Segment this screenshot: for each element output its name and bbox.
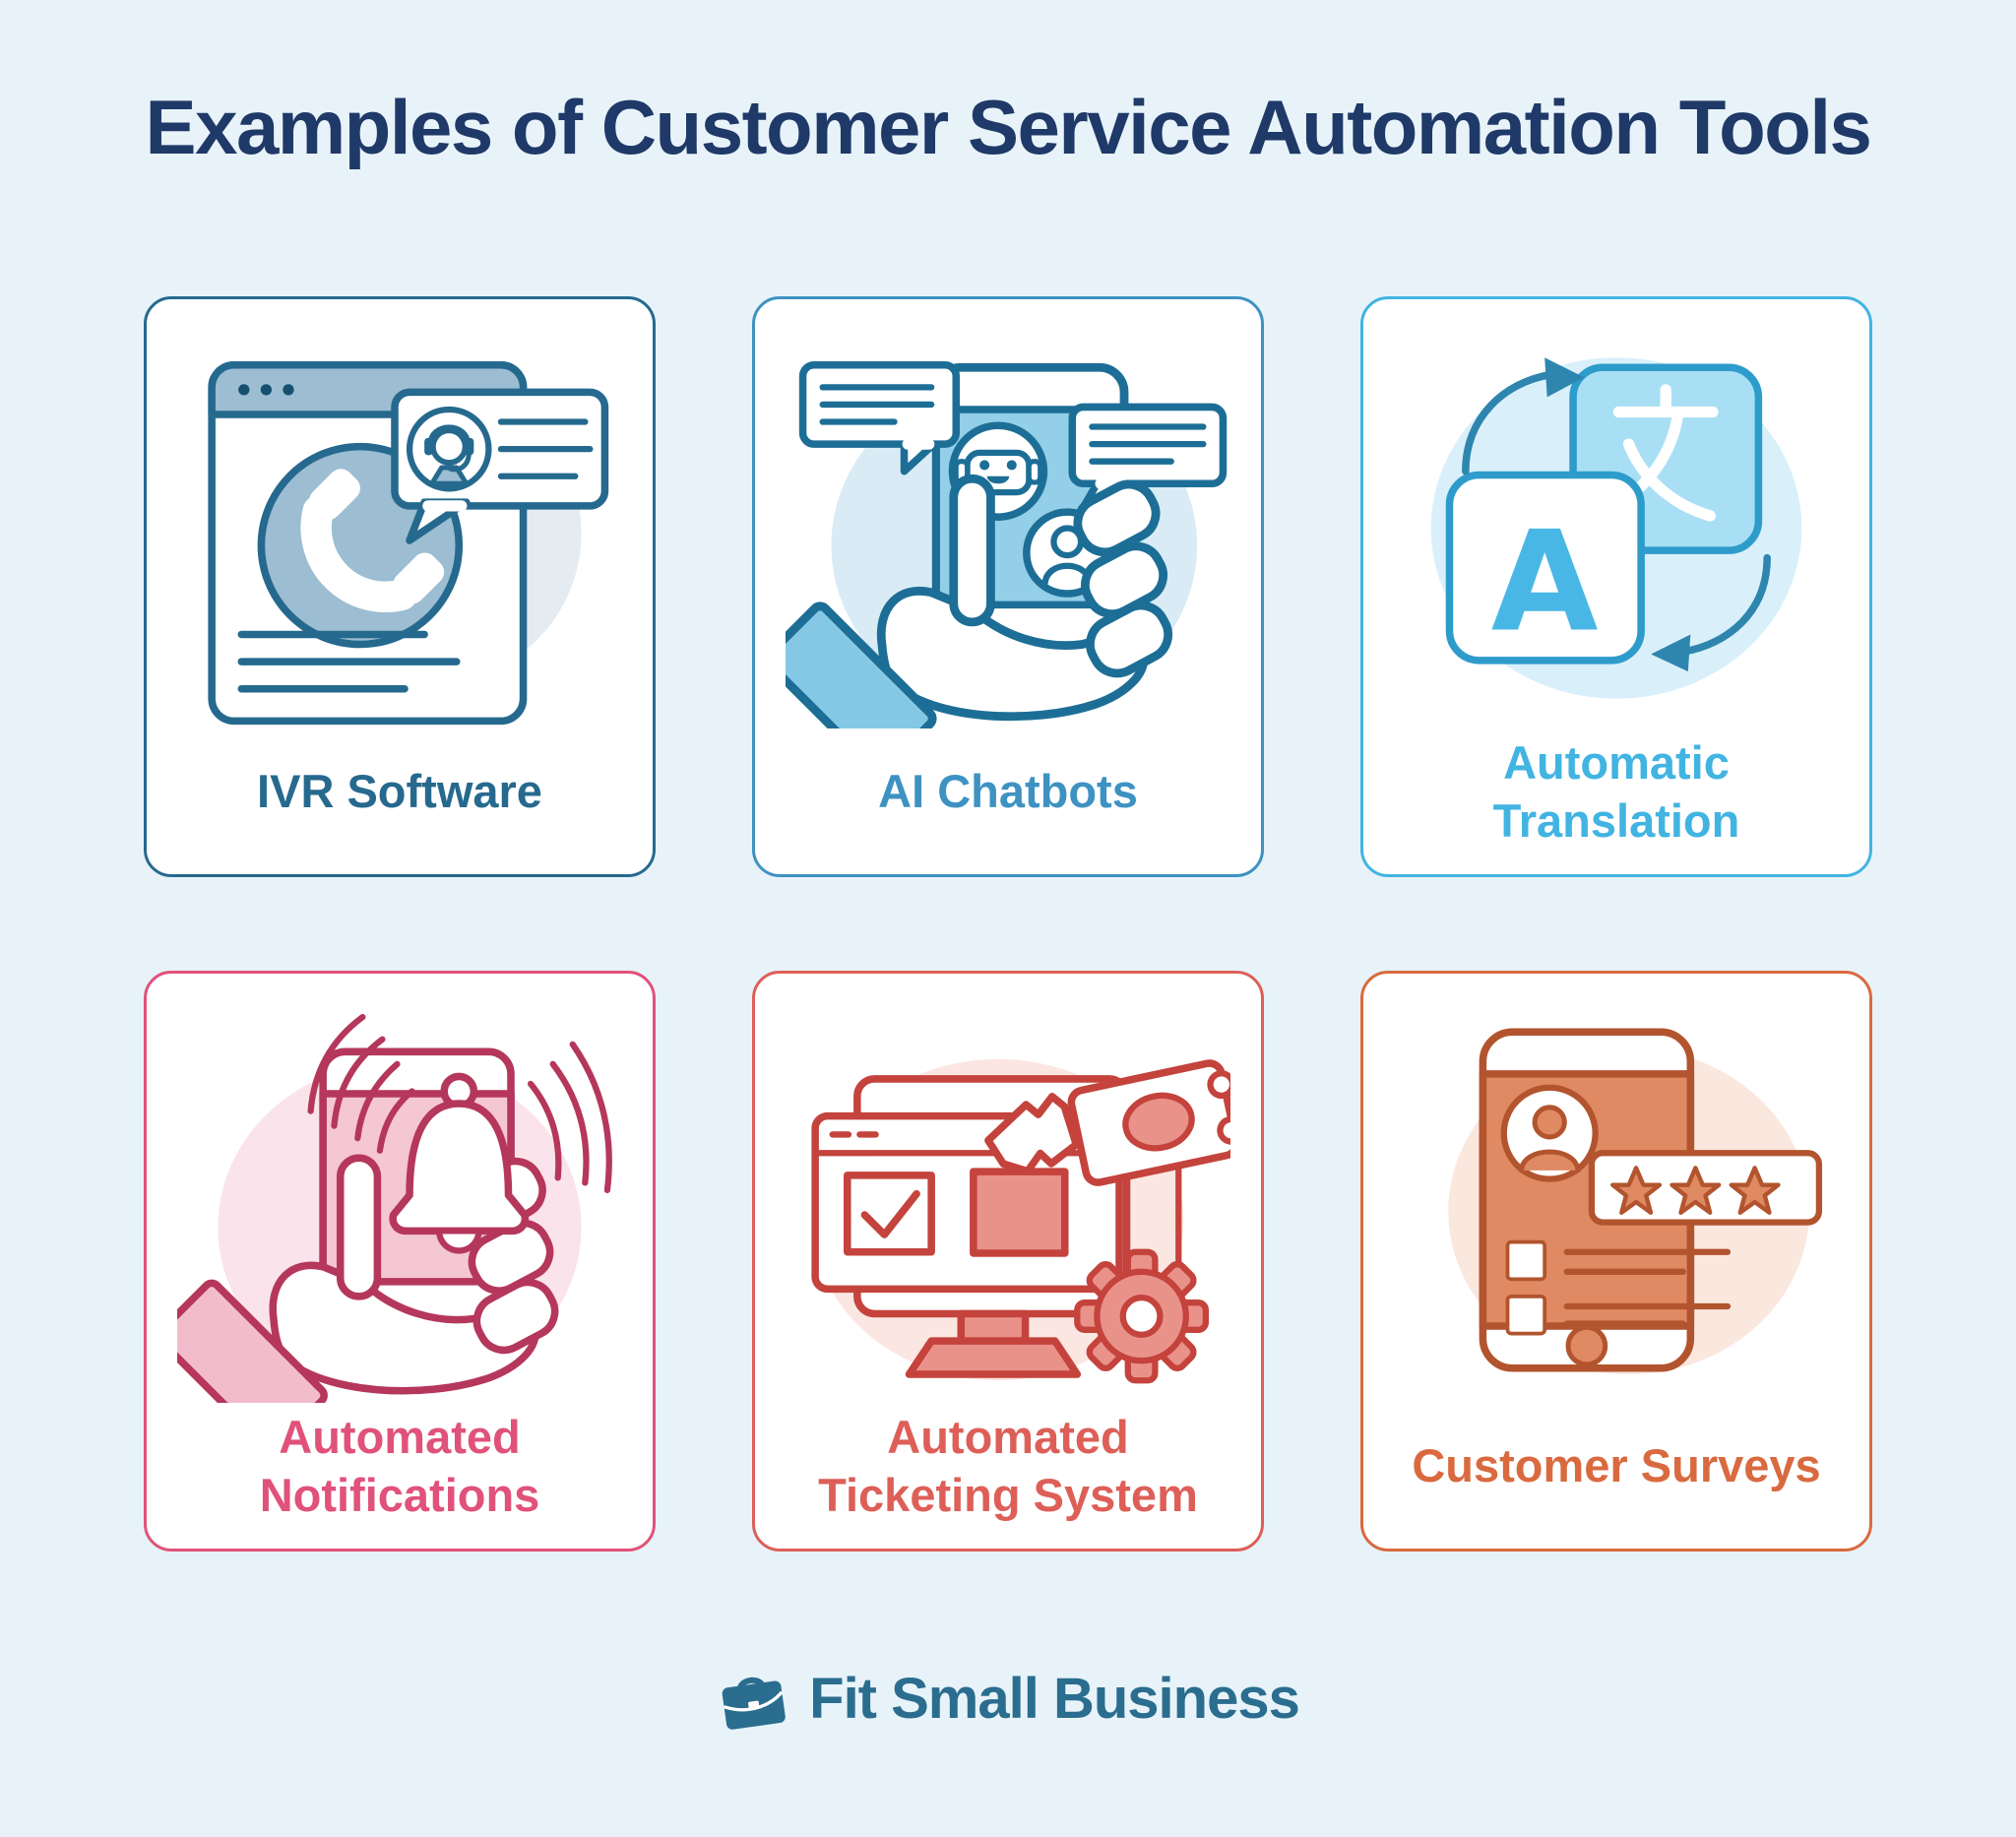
card-ivr-software: IVR Software <box>144 296 656 877</box>
card-automated-notifications: Automated Notifications <box>144 971 656 1552</box>
card-label-automated-ticketing-system: Automated Ticketing System <box>818 1410 1198 1521</box>
card-automatic-translation: A Automatic Translation <box>1360 296 1872 877</box>
card-ai-chatbots: AI Chatbots <box>752 296 1264 877</box>
footer-brand: Fit Small Business <box>0 1666 2016 1732</box>
monitor-ticket-gear-icon <box>811 1058 1230 1384</box>
browser-phone-call-icon <box>208 360 609 726</box>
card-automated-ticketing-system: Automated Ticketing System <box>752 971 1264 1552</box>
page-title: Examples of Customer Service Automation … <box>145 84 1872 170</box>
card-label-customer-surveys: Customer Surveys <box>1412 1439 1821 1492</box>
card-label-ai-chatbots: AI Chatbots <box>878 765 1138 818</box>
card-label-ivr-software: IVR Software <box>257 765 542 818</box>
brand-name: Fit Small Business <box>809 1667 1300 1731</box>
hand-phone-bell-icon <box>177 1014 612 1403</box>
cards-grid: IVR Software <box>0 296 2016 1552</box>
briefcase-icon <box>722 1677 786 1730</box>
card-label-automatic-translation: Automatic Translation <box>1492 735 1740 847</box>
language-translation-icon: A <box>1430 357 1802 699</box>
phone-rating-survey-icon <box>1448 1028 1823 1375</box>
svg-text:A: A <box>1491 501 1599 663</box>
card-label-automated-notifications: Automated Notifications <box>259 1410 540 1521</box>
card-customer-surveys: Customer Surveys <box>1360 971 1872 1552</box>
hand-phone-chatbot-icon <box>786 360 1228 728</box>
